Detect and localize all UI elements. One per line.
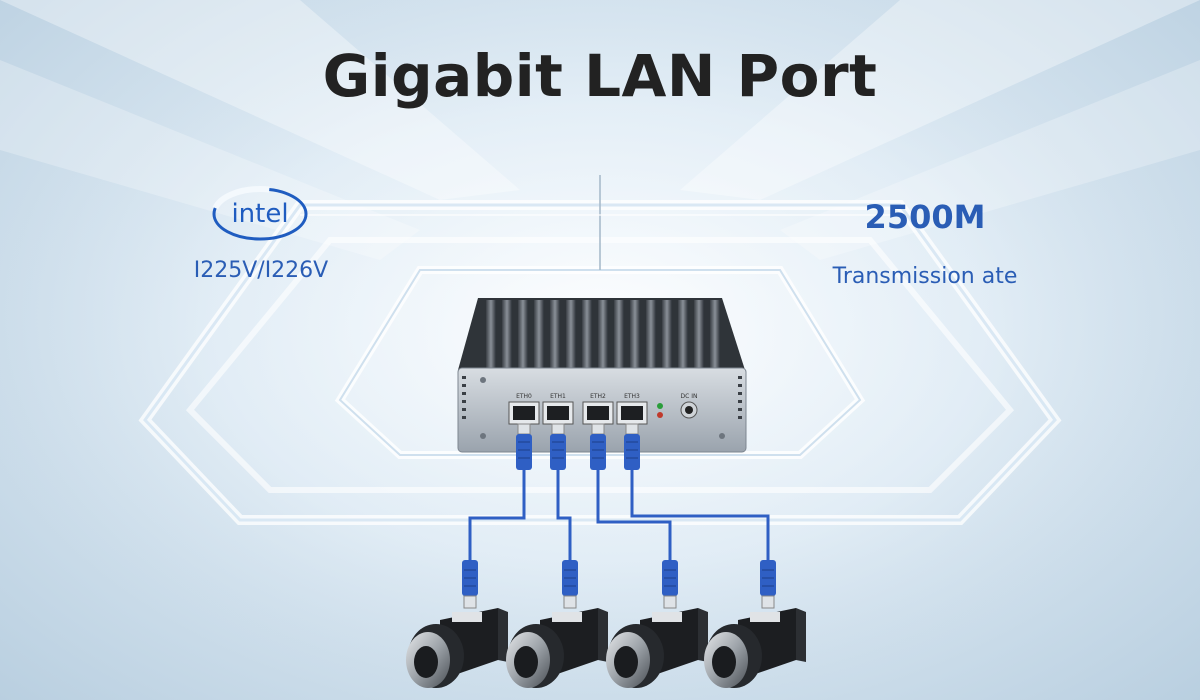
port-label: ETH3: [624, 393, 640, 400]
ethernet-cable-icon: [590, 423, 606, 470]
ethernet-cable-icon: [562, 560, 578, 609]
mini-pc-icon: ETH0 ETH1 ETH2 ETH3 DC IN: [457, 298, 747, 453]
power-label: DC IN: [681, 393, 698, 400]
ethernet-port: [508, 401, 540, 425]
ethernet-cable-icon: [550, 423, 566, 470]
industrial-camera-icon: [406, 608, 508, 688]
ethernet-cable-icon: [662, 560, 678, 609]
chip-model-label: I225V/I226V: [193, 258, 329, 283]
port-label: ETH1: [550, 393, 566, 400]
ethernet-cable-icon: [462, 560, 478, 609]
heatsink-fins: [486, 300, 720, 370]
ethernet-cable-icon: [760, 560, 776, 609]
industrial-camera-icon: [506, 608, 608, 688]
ethernet-cable-icon: [516, 423, 532, 470]
page-title: Gigabit LAN Port: [322, 42, 878, 110]
industrial-camera-icon: [704, 608, 806, 688]
ethernet-port: [582, 401, 614, 425]
ethernet-port: [542, 401, 574, 425]
status-led: [657, 403, 663, 409]
intel-logo: intel: [211, 186, 309, 242]
ethernet-port: [616, 401, 648, 425]
status-led: [657, 412, 663, 418]
brand-logo-text: intel: [231, 199, 288, 229]
speed-value: 2500M: [864, 198, 986, 236]
industrial-camera-icon: [606, 608, 708, 688]
port-label: ETH0: [516, 393, 532, 400]
speed-label: Transmission ate: [832, 264, 1018, 289]
network-cables: [468, 470, 770, 560]
port-label: ETH2: [590, 393, 606, 400]
ethernet-cable-icon: [624, 423, 640, 470]
